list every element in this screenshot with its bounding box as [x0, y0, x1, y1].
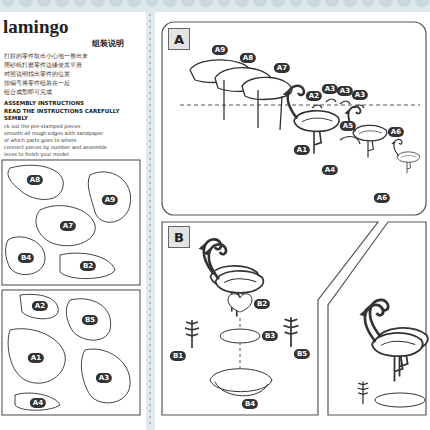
instruction-cn: 对照说明找出零件的位置: [4, 70, 70, 79]
part-number: A3: [337, 86, 353, 96]
part-number: A9: [212, 45, 228, 55]
part-number: A1: [294, 145, 310, 155]
instruction-cn: 按编号将零件组装在一起: [4, 79, 70, 88]
part-number: A3: [322, 84, 338, 94]
panel-letter: A: [174, 32, 184, 47]
part-number: B4: [18, 253, 34, 263]
part-number: A8: [27, 175, 43, 185]
part-number: A4: [322, 165, 338, 175]
part-number: A6: [388, 127, 404, 137]
instruction-cn: 用砂纸打磨零件边缘使其平滑: [4, 61, 82, 70]
heading-en: SEMBLY: [4, 115, 28, 121]
instruction-en: ieces to finish your model: [4, 151, 69, 157]
part-number: B4: [242, 399, 258, 409]
panel-letter: B: [174, 230, 184, 245]
part-number: A3: [96, 373, 112, 383]
part-number: A4: [30, 398, 46, 408]
heading-en: ASSEMBLY INSTRUCTIONS: [4, 100, 84, 106]
panel-letter-box: B: [168, 226, 190, 248]
instruction-cn: 组合成型即可完成: [4, 88, 52, 97]
part-number: B5: [294, 349, 310, 359]
part-number: B2: [80, 261, 96, 271]
heading-en: READ THE INSTRUCTIONS CAREFULLY: [4, 108, 119, 114]
instruction-cn: 打好的零件取出小心地一整出来: [4, 52, 88, 61]
instruction-en: connect pieces by number and assemble: [4, 144, 107, 150]
instruction-en: smooth all rough edges with sandpaper: [4, 130, 103, 136]
title: lamingo: [3, 16, 68, 38]
part-number: A2: [306, 91, 322, 101]
part-number: B2: [254, 299, 270, 309]
part-number: B1: [170, 351, 186, 361]
part-number: A3: [352, 90, 368, 100]
part-number: B3: [262, 331, 278, 341]
panel-letter-box: A: [168, 28, 190, 50]
instruction-en: ck out the pre-stamped pieces: [4, 123, 80, 129]
heading-cn: 组装说明: [92, 38, 124, 49]
part-number: B5: [82, 315, 98, 325]
part-number: A1: [28, 353, 44, 363]
part-number: A2: [32, 301, 48, 311]
part-number: A8: [240, 53, 256, 63]
part-number: A6: [374, 193, 390, 203]
instruction-en: of which parts goes to where: [4, 137, 76, 143]
part-number: A9: [102, 195, 118, 205]
part-number: A5: [340, 121, 356, 131]
part-number: A7: [60, 221, 76, 231]
part-number: A7: [274, 63, 290, 73]
